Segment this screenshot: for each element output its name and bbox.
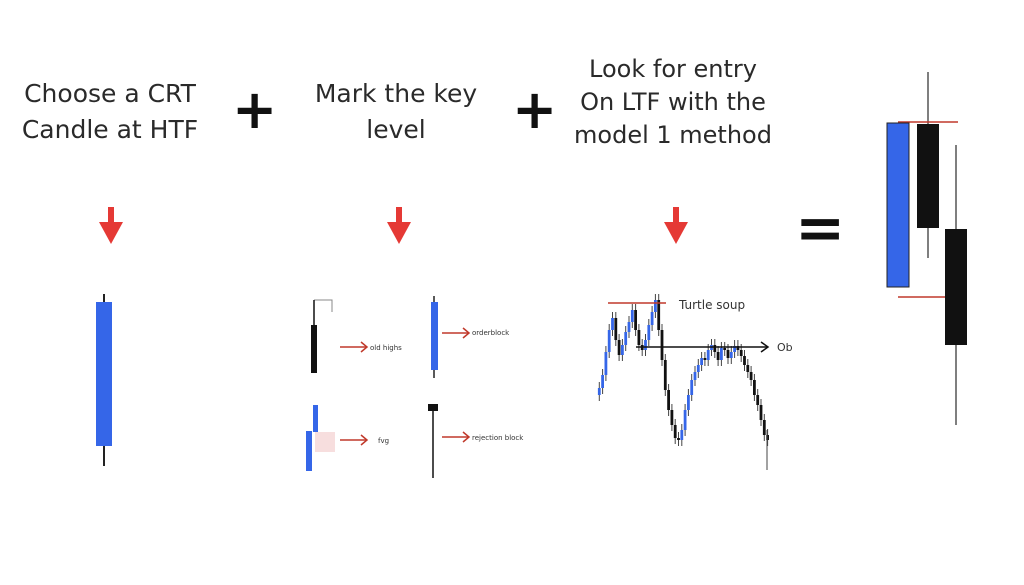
orderblock-label: orderblock [472, 329, 510, 337]
ltf-candle [634, 310, 637, 330]
ltf-candle [663, 360, 667, 390]
step-1-line-2: Candle at HTF [21, 115, 199, 144]
ltf-candle [690, 380, 694, 395]
ltf-candle [703, 358, 707, 360]
step-1-line-1: Choose a CRT [24, 79, 196, 108]
plus-operator-1: + [232, 78, 278, 141]
ltf-candle [614, 318, 618, 340]
ob-label: Ob [777, 341, 793, 354]
ltf-candle [680, 430, 684, 440]
htf-crt-candle [96, 294, 112, 466]
turtle-soup-level: Turtle soup [608, 298, 745, 312]
fvg-example: fvg [306, 405, 389, 471]
ltf-candle [720, 348, 723, 360]
ltf-candle [607, 330, 611, 352]
ltf-candle [713, 345, 717, 352]
equals-operator: = [795, 193, 846, 263]
ltf-candle [673, 425, 677, 438]
step-2-line-1: Mark the key [314, 79, 478, 108]
ltf-candle [660, 330, 664, 360]
down-arrow-icon [664, 207, 688, 244]
down-arrow-icon [99, 207, 123, 244]
ltf-candle [706, 350, 710, 360]
step-1-title: Choose a CRT Candle at HTF [10, 76, 210, 148]
ltf-candle [597, 388, 601, 395]
ltf-candle [654, 300, 657, 312]
ltf-candle [670, 410, 674, 425]
ltf-candle [657, 300, 661, 330]
ltf-candle [693, 372, 697, 380]
rejection-block-example: rejection block [428, 404, 524, 478]
step-3-title: Look for entry On LTF with the model 1 m… [560, 53, 786, 152]
step-3-line-3: model 1 method [574, 121, 772, 149]
ltf-candle [647, 325, 651, 340]
result-bear-candle-2 [945, 229, 967, 345]
ltf-candle [637, 330, 641, 345]
ltf-candle [624, 332, 628, 345]
ltf-candle [611, 318, 614, 330]
result-bull-candle [886, 122, 910, 288]
ltf-candle [630, 310, 634, 322]
ltf-chart [597, 294, 769, 470]
ltf-candle [749, 372, 753, 380]
ltf-candle [667, 390, 670, 410]
ltf-candle [762, 420, 766, 435]
ltf-candle [677, 438, 680, 440]
ltf-candle [700, 358, 703, 365]
ltf-candle [627, 322, 631, 332]
step-2-line-2: level [366, 115, 426, 144]
old-highs-example: old highs [311, 299, 402, 373]
old-highs-label: old highs [370, 344, 402, 352]
fvg-label: fvg [378, 437, 389, 445]
result-bear-candle-1 [917, 124, 939, 228]
result-candles [886, 72, 967, 425]
ltf-candle [644, 340, 647, 350]
ltf-candle [617, 340, 621, 355]
ob-level: Ob [636, 341, 793, 354]
turtle-soup-label: Turtle soup [678, 298, 745, 312]
step-3-line-2: On LTF with the [580, 88, 766, 116]
ltf-candle [687, 395, 690, 410]
ltf-candle [743, 356, 746, 365]
ltf-candle [723, 348, 727, 350]
ltf-candle [756, 395, 760, 405]
ltf-candle [604, 352, 608, 375]
ltf-candle [696, 365, 700, 372]
ltf-candle [621, 345, 624, 355]
ltf-candle [729, 352, 733, 358]
ltf-candle [753, 380, 756, 395]
ltf-candle [766, 435, 769, 440]
rejection-block-label: rejection block [472, 434, 524, 442]
ltf-candle [759, 405, 763, 420]
ltf-candle [726, 350, 730, 358]
ltf-candle [601, 375, 604, 388]
step-3-line-1: Look for entry [589, 55, 757, 83]
ltf-candle [683, 410, 687, 430]
step-2-title: Mark the key level [290, 76, 502, 148]
plus-operator-2: + [512, 78, 558, 141]
ltf-candle [746, 365, 750, 372]
ltf-candle [739, 350, 743, 356]
down-arrow-icon [387, 207, 411, 244]
orderblock-example: orderblock [431, 296, 510, 378]
ltf-candle [650, 312, 654, 325]
ltf-candle [733, 346, 736, 352]
ltf-candle [736, 346, 740, 350]
ltf-candle [716, 352, 720, 360]
